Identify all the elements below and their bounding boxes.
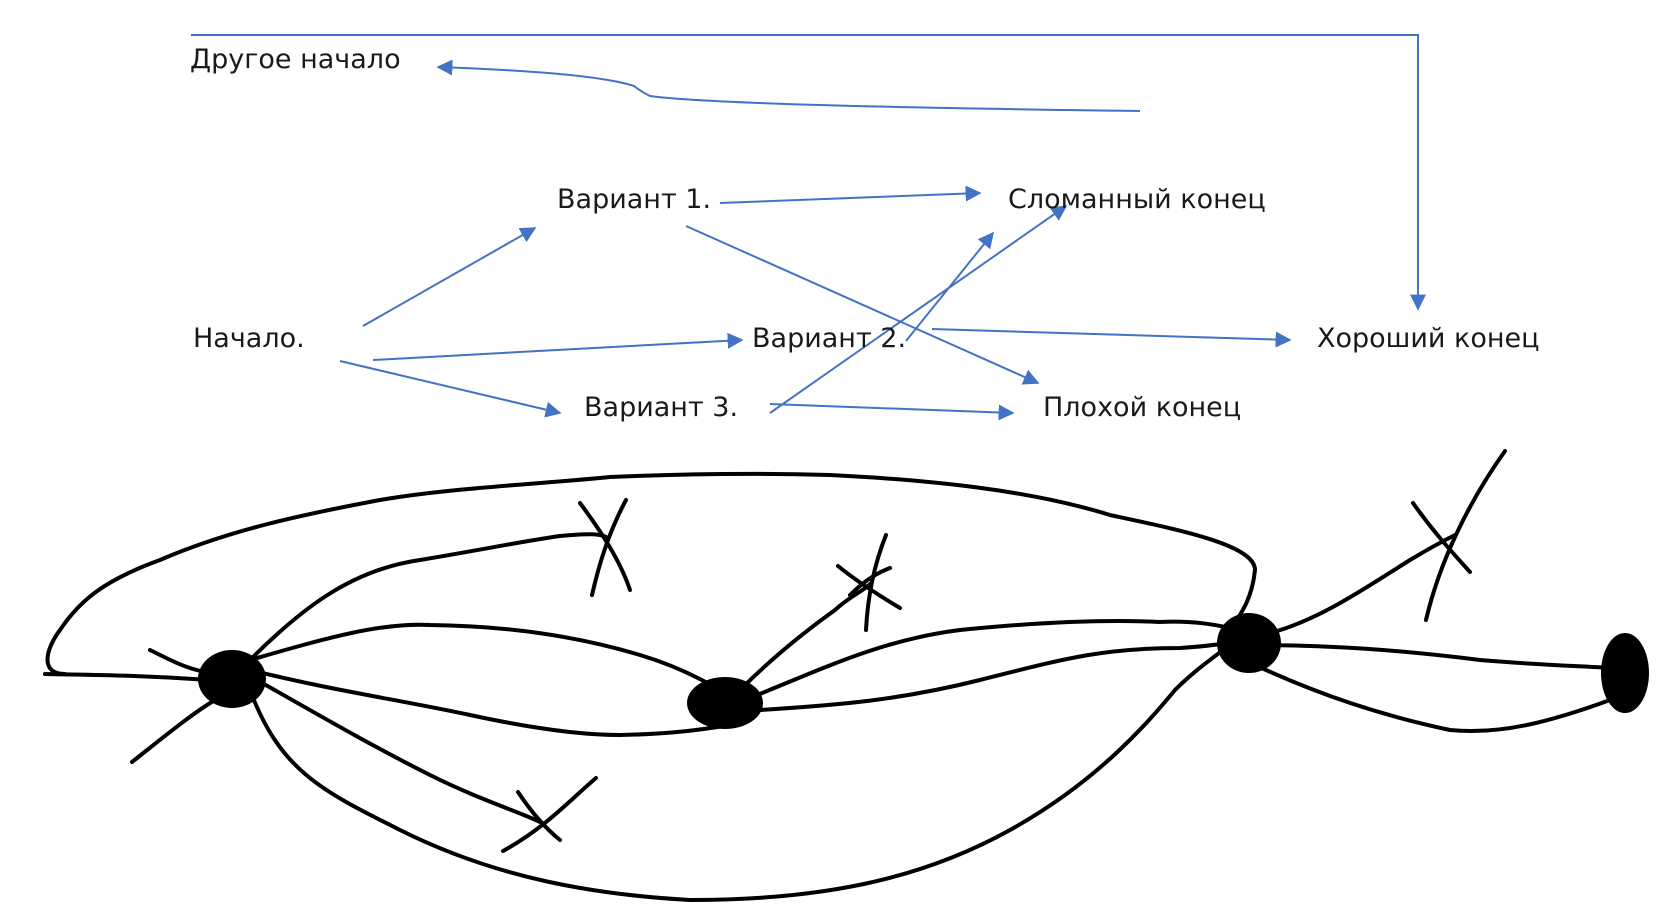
dead-end-x-mark-1: [578, 498, 632, 597]
arrow-variant-2-to-good-end: [931, 328, 1292, 348]
arrow-variant-3-to-broken-end: [769, 205, 1068, 414]
sketch-left-node-spur-bottom: [130, 698, 217, 764]
sketch-right-dead-branch: [1268, 533, 1457, 635]
hand-drawn-path-sketch: [43, 449, 1612, 902]
arrow-start-to-variant-2: [372, 332, 744, 361]
arrow-start-to-variant-3: [339, 360, 562, 418]
sketch-mid-upper-branch: [248, 622, 737, 702]
dead-end-x-mark-3: [501, 776, 598, 853]
sketch-left-bottom-connector: [43, 672, 212, 682]
sketch-middle-to-right-lower: [758, 638, 1246, 712]
label-good-end: Хороший конец: [1317, 323, 1540, 354]
label-broken-end: Сломанный конец: [1008, 184, 1266, 215]
node-right: [1217, 613, 1281, 673]
sketch-lower-dead-branch: [248, 674, 542, 824]
sketch-outer-top-loop: [45, 471, 1257, 676]
sketch-middle-to-right-upper: [743, 618, 1242, 702]
arrow-variant-3-to-bad-end: [769, 403, 1015, 421]
flowchart-arrows: [191, 34, 1426, 421]
dead-end-x-mark-2: [836, 533, 902, 632]
label-variant-2: Вариант 2.: [752, 323, 907, 354]
node-start: [198, 650, 266, 708]
sketch-left-node-spur-top: [148, 648, 207, 674]
arrow-variant-1-to-broken-end: [719, 185, 982, 204]
sketch-right-upper-to-end: [1253, 643, 1612, 670]
label-start: Начало.: [193, 323, 305, 354]
label-other-start: Другое начало: [190, 44, 401, 75]
sketch-upper-inner-branch: [248, 532, 608, 662]
node-end: [1601, 633, 1649, 713]
arrow-to-other-start: [436, 59, 1141, 112]
sketch-nodes: [198, 613, 1649, 729]
arrow-top-connector-to-good-end: [191, 34, 1426, 311]
node-middle: [687, 677, 763, 729]
arrow-variant-1-to-bad-end: [685, 225, 1040, 385]
sketch-right-lower-to-end: [1253, 663, 1612, 734]
dead-end-x-mark-4: [1411, 449, 1507, 622]
label-variant-3: Вариант 3.: [584, 392, 739, 423]
label-variant-1: Вариант 1.: [557, 184, 712, 215]
sketch-mid-lower-branch: [248, 668, 732, 737]
sketch-middle-dead-branch: [738, 582, 872, 692]
label-bad-end: Плохой конец: [1043, 392, 1242, 423]
sketch-bottom-loop: [248, 638, 1237, 902]
arrow-start-to-variant-1: [362, 227, 537, 327]
